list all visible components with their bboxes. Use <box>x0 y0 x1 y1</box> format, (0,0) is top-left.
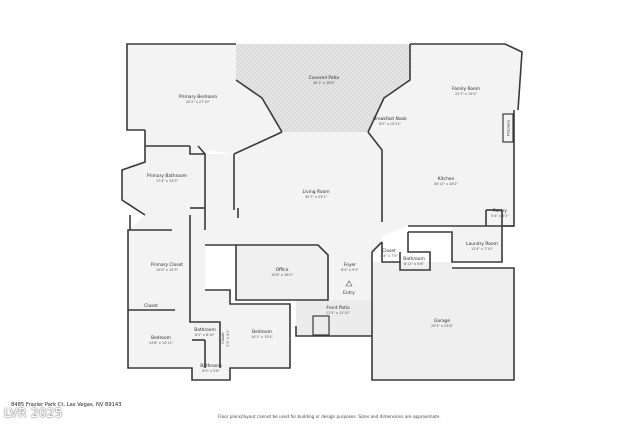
fireplace-label: Fireplace <box>507 119 511 136</box>
entry-arrow-icon <box>345 280 353 287</box>
kitchen-dim: 30'11" x 18'2" <box>434 182 459 186</box>
disclaimer-text: Floor plans/layout cannot be used for bu… <box>218 414 441 419</box>
garage-dim: 29'3" x 23'8" <box>431 324 454 328</box>
watermark-logo: LVR 2025 <box>4 406 63 420</box>
foyer-label: Foyer <box>344 262 356 268</box>
office-dim: 10'8" x 16'0" <box>271 273 294 277</box>
primary-closet-label: Primary Closet <box>151 262 183 268</box>
front-patio-floor <box>296 300 372 336</box>
closet-center-label: Closet <box>382 248 396 254</box>
entry-label: Entry <box>343 290 355 296</box>
office-label: Office <box>276 267 289 273</box>
property-address: 8485 Frazier Park Ct, Las Vegas, NV 8914… <box>11 402 122 408</box>
bedroom-right-label: Bedroom <box>252 329 272 335</box>
living-room-dim: 30'7" x 23'1" <box>305 195 328 199</box>
pantry-label: Pantry <box>493 208 507 214</box>
bathroom-small-label: Bathroom <box>194 327 216 333</box>
bedroom-right-dim: 14'1" x 15'4" <box>251 335 274 339</box>
covered-patio-label: Covered Patio <box>309 75 340 81</box>
breakfast-nook-label: Breakfast Nook <box>373 116 407 122</box>
bedroom-left-label: Bedroom <box>151 335 171 341</box>
bathroom-bottom-dim: 8'9" x 5'6" <box>202 369 220 373</box>
closet-center-dim: 3'4" x 7'5" <box>380 254 398 258</box>
primary-bedroom-floor <box>127 44 282 154</box>
office-floor <box>236 245 328 300</box>
bedroom-left-dim: 14'8" x 14'11" <box>149 341 174 345</box>
front-patio-dim: 11'3" x 11'10" <box>326 311 351 315</box>
family-room-kitchen-floor <box>368 44 522 262</box>
garage-label: Garage <box>434 318 450 324</box>
closet-small-dim: 2'5" x 4'0" <box>226 329 230 347</box>
pantry-dim: 5'4" x 5'2" <box>491 214 509 218</box>
bathroom-center-label: Bathroom <box>403 256 425 262</box>
primary-closet-dim: 10'0" x 15'3" <box>156 268 179 272</box>
primary-bath-closet-floor <box>122 146 205 290</box>
closet-left-label: Closet <box>144 303 158 309</box>
bathroom-center-dim: 8'11" x 5'8" <box>404 262 424 266</box>
primary-bedroom-dim: 20'2" x 27'10" <box>186 100 211 104</box>
bathroom-small-dim: 8'2" x 8'10" <box>195 333 215 337</box>
breakfast-nook-dim: 8'5" x 10'11" <box>379 122 402 126</box>
foyer-dim: 8'4" x 9'3" <box>341 268 359 272</box>
front-patio-label: Front Patio <box>326 305 350 311</box>
left-wing-floor <box>128 290 290 380</box>
primary-bedroom-label: Primary Bedroom <box>179 94 217 100</box>
covered-patio-floor <box>236 44 410 132</box>
living-room-label: Living Room <box>303 189 330 195</box>
closet-small-label: Closet <box>221 332 225 344</box>
primary-bathroom-label: Primary Bathroom <box>147 173 187 179</box>
room-labels: Covered Patio 38'1" x 18'8" Primary Bedr… <box>144 75 510 373</box>
bathroom-bottom-label: Bathroom <box>200 363 222 369</box>
covered-patio-dim: 38'1" x 18'8" <box>313 81 336 85</box>
family-room-label: Family Room <box>452 86 480 92</box>
family-room-dim: 22'7" x 19'5" <box>455 92 478 96</box>
garage-floor <box>372 262 514 380</box>
laundry-room-label: Laundry Room <box>466 241 498 247</box>
kitchen-label: Kitchen <box>438 176 455 182</box>
laundry-room-dim: 12'4" x 7'10" <box>471 247 494 251</box>
primary-bathroom-dim: 17'4" x 24'3" <box>156 179 179 183</box>
walls <box>121 43 523 381</box>
floor-fills <box>122 44 522 380</box>
